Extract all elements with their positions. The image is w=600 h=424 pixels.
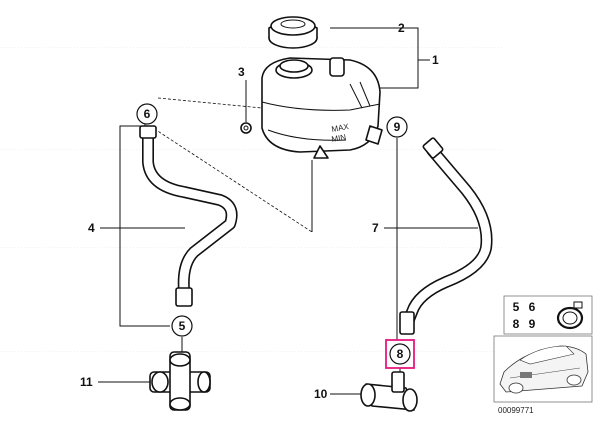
expansion-tank: MAX MIN	[261, 57, 383, 159]
inset-num-6: 6	[529, 300, 536, 314]
circled-label-8-highlighted[interactable]: 8	[385, 339, 415, 369]
svg-text:..............................: ........................................…	[0, 145, 504, 152]
inset-num-9: 9	[529, 317, 536, 331]
circled-label-5[interactable]: 5	[171, 315, 193, 337]
part-labels: 2 1 3 4 7 10 11	[80, 21, 439, 401]
label-3: 3	[238, 65, 245, 79]
image-number: 00099771	[498, 406, 534, 415]
label-1: 1	[432, 53, 439, 67]
car-thumbnail	[493, 335, 593, 403]
svg-text:8: 8	[397, 347, 404, 361]
hose-clamp-icon	[556, 301, 584, 330]
circled-label-9[interactable]: 9	[386, 116, 408, 138]
svg-text:5: 5	[179, 319, 186, 333]
min-mark: MIN	[331, 133, 347, 144]
svg-text:6: 6	[144, 107, 151, 121]
label-7: 7	[372, 221, 379, 235]
label-2: 2	[398, 21, 405, 35]
label-10: 10	[314, 387, 328, 401]
svg-text:9: 9	[394, 120, 401, 134]
svg-text:..............................: ........................................…	[0, 243, 504, 250]
screw	[240, 122, 252, 134]
hose-right	[399, 137, 493, 335]
svg-text:..............................: ........................................…	[0, 43, 504, 50]
max-mark: MAX	[331, 122, 350, 134]
label-11: 11	[80, 375, 93, 389]
clamp-inset: 5 6 8 9	[503, 295, 593, 335]
svg-text:..............................: ........................................…	[0, 347, 504, 354]
circled-label-6[interactable]: 6	[136, 103, 158, 125]
t-connector	[360, 371, 418, 412]
four-way-connector	[149, 351, 211, 411]
hose-left	[139, 125, 238, 307]
watermark: ........................................…	[0, 43, 504, 354]
inset-num-8: 8	[513, 317, 520, 331]
inset-num-5: 5	[513, 300, 520, 314]
label-4: 4	[88, 221, 95, 235]
expansion-tank-cap	[268, 16, 318, 49]
